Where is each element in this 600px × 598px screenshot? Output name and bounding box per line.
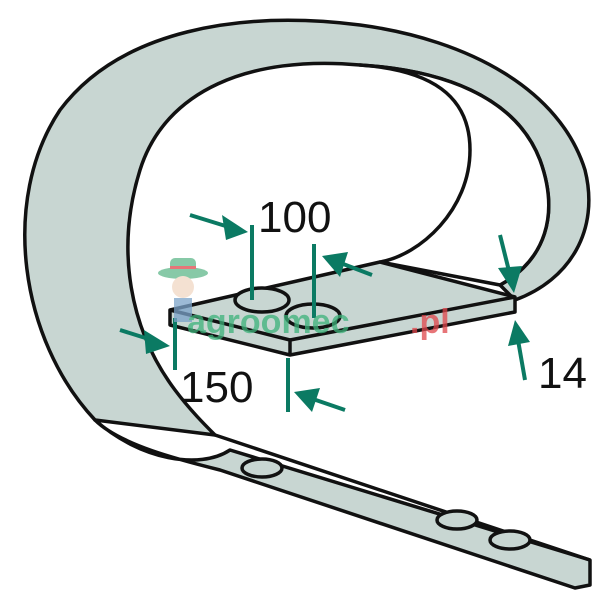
dimension-label-150: 150 xyxy=(180,363,253,412)
watermark-text: agroomec xyxy=(187,303,350,341)
dimension-markers xyxy=(119,213,530,412)
watermark-tld: .pl xyxy=(410,303,450,341)
arm-hole-2 xyxy=(435,509,479,531)
inner-opening xyxy=(358,63,551,287)
arm-hole-1 xyxy=(240,457,284,479)
watermark-logo: agroomec .pl xyxy=(158,258,450,341)
dimension-label-14: 14 xyxy=(538,349,587,398)
mounting-hole-1 xyxy=(233,286,291,314)
tine-arm xyxy=(93,418,592,590)
dimension-label-100: 100 xyxy=(258,193,331,242)
arm-hole-3 xyxy=(488,529,532,551)
